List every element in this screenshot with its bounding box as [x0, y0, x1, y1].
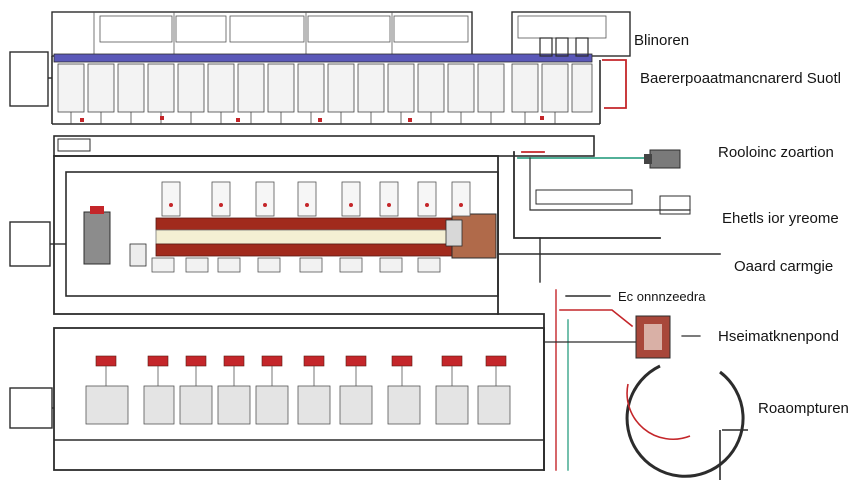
motor-connector	[644, 149, 681, 169]
label-side-right-1: Rooloinc zoartion	[718, 144, 834, 161]
label-side-right-2: Ehetls ior yreome	[722, 210, 839, 227]
sensor-pin-red-dots	[169, 203, 463, 207]
label-mid-right: Ec onnnzeedra	[618, 289, 706, 304]
top-red-markers	[80, 116, 544, 122]
top-module-row	[57, 63, 593, 113]
right-wiring	[497, 151, 721, 471]
relay-caps	[95, 355, 507, 367]
blue-bus-bar	[53, 53, 593, 63]
label-mid-right-2: Hseimatknenpond	[718, 328, 839, 345]
sensor-pins	[161, 181, 471, 217]
middle-panel	[9, 155, 499, 315]
heater-bank	[155, 213, 497, 259]
relay-links	[105, 366, 497, 386]
top-module-legs	[70, 112, 556, 124]
top-header-cells	[93, 12, 607, 56]
relay-bodies	[85, 385, 511, 425]
label-top-right: Blinoren	[634, 32, 690, 49]
contactor	[635, 315, 671, 359]
top-right-connectors	[539, 37, 589, 57]
terminal-blocks	[151, 257, 441, 273]
label-header: Baererpoaatmancnarerd Suotl	[640, 70, 841, 87]
coil-loop	[625, 364, 748, 480]
label-bottom-right: Roaompturen	[758, 400, 849, 417]
transformer	[83, 206, 147, 267]
label-side-right-3: Oaard carmgie	[734, 258, 834, 275]
red-wire-top	[602, 59, 627, 109]
